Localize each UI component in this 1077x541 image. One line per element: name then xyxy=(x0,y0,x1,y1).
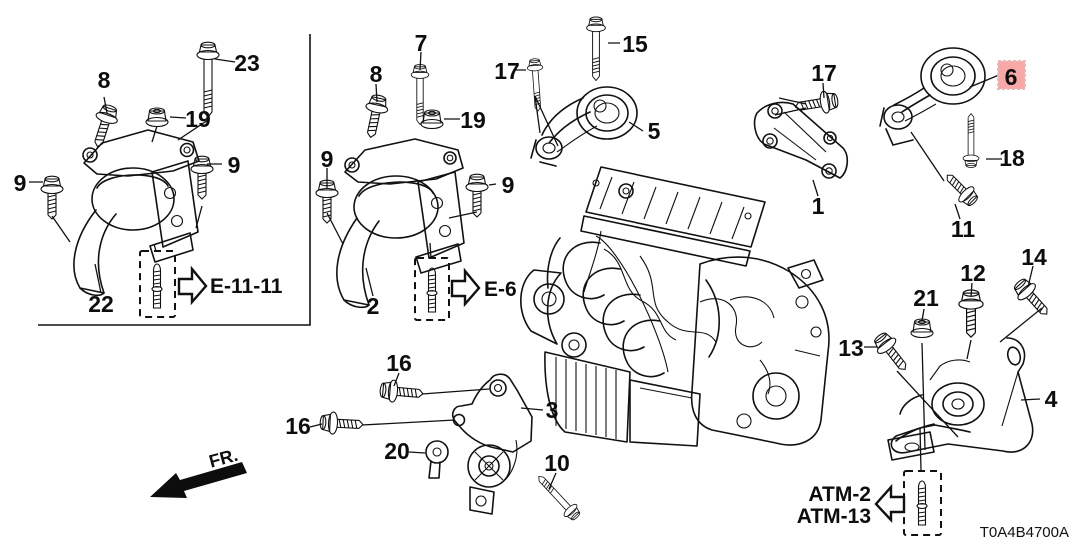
callout-9-b[interactable]: 9 xyxy=(14,170,27,196)
nut-21-drawing xyxy=(910,318,934,339)
callout-21[interactable]: 21 xyxy=(913,285,939,311)
bolt-16-left-drawing xyxy=(319,410,365,437)
fr-arrow-icon xyxy=(150,462,247,498)
callout-9-c[interactable]: 9 xyxy=(321,146,334,172)
callout-5[interactable]: 5 xyxy=(648,118,661,144)
callout-11[interactable]: 11 xyxy=(951,216,976,242)
callout-15[interactable]: 15 xyxy=(622,31,648,57)
torque-rod-6-drawing xyxy=(879,47,986,146)
bolt-13-drawing xyxy=(869,328,915,377)
callout-10[interactable]: 10 xyxy=(544,450,570,476)
callout-13[interactable]: 13 xyxy=(838,335,864,361)
stud-box-e-6 xyxy=(414,257,450,321)
bolt-15-drawing xyxy=(586,16,606,82)
stud-11-drawing xyxy=(939,167,983,211)
ref-e-6[interactable]: E-6 xyxy=(414,257,517,321)
ref-label-atm-2[interactable]: ATM-2 xyxy=(808,483,871,506)
fr-direction: FR. xyxy=(150,445,247,498)
bracket-1-drawing xyxy=(753,101,849,179)
callout-23[interactable]: 23 xyxy=(234,50,260,76)
callout-17-rod5[interactable]: 17 xyxy=(494,58,520,84)
ref-e-11-11[interactable]: E-11-11 xyxy=(139,250,283,318)
bolt-8-mid-drawing xyxy=(359,92,391,141)
stud-drawing xyxy=(151,263,163,309)
ref-arrow-right-icon xyxy=(177,265,208,306)
callout-3[interactable]: 3 xyxy=(546,397,559,423)
callout-18[interactable]: 18 xyxy=(999,145,1025,171)
ref-label-e-11-11[interactable]: E-11-11 xyxy=(210,275,283,298)
nut-19-mid-drawing xyxy=(420,109,444,130)
leader-lines xyxy=(29,42,1043,490)
diagram-code: T0A4B4700A xyxy=(980,524,1069,541)
engine-assembly-drawing xyxy=(520,166,830,447)
callout-labels: 8 23 19 9 9 22 7 8 19 9 9 2 15 17 5 17 1… xyxy=(14,30,1058,476)
callout-12[interactable]: 12 xyxy=(960,260,986,286)
callout-19-mount22[interactable]: 19 xyxy=(185,106,211,132)
bolt-10-drawing xyxy=(532,470,584,524)
stud-box-e-11-11 xyxy=(139,250,176,318)
callout-14[interactable]: 14 xyxy=(1021,244,1047,270)
callout-8-mount2[interactable]: 8 xyxy=(370,61,383,87)
bolt-18-drawing xyxy=(962,113,980,168)
ref-arrow-left-icon xyxy=(874,483,906,524)
bolt-14-drawing xyxy=(1009,274,1056,322)
callout-7[interactable]: 7 xyxy=(415,30,428,56)
callout-20[interactable]: 20 xyxy=(384,438,410,464)
stud-drawing xyxy=(426,267,438,313)
callout-17-bracket1[interactable]: 17 xyxy=(811,60,837,86)
bolt-17-right-drawing xyxy=(793,88,840,119)
mount-4-drawing xyxy=(887,337,1034,461)
callout-6-highlighted[interactable]: 6 xyxy=(1005,64,1018,90)
ref-label-atm-13[interactable]: ATM-13 xyxy=(797,505,871,528)
bolt-16-top-drawing xyxy=(378,378,425,406)
section-divider xyxy=(38,34,311,326)
ref-label-e-6[interactable]: E-6 xyxy=(484,278,517,301)
bolt-9-mid-right-drawing xyxy=(465,173,489,218)
callout-4[interactable]: 4 xyxy=(1045,386,1058,412)
stud-box-atm xyxy=(903,470,942,536)
torque-rod-5-drawing xyxy=(530,86,638,167)
stopper-20-drawing xyxy=(425,440,449,479)
callout-9-d[interactable]: 9 xyxy=(502,172,515,198)
highlight-box-part-6 xyxy=(997,60,1026,90)
bolt-9-far-left-drawing xyxy=(40,175,64,220)
ref-atm[interactable]: ATM-2 ATM-13 xyxy=(797,470,942,536)
mount-22-drawing xyxy=(73,129,200,297)
callout-16-left[interactable]: 16 xyxy=(285,413,311,439)
bolt-9-left-drawing xyxy=(190,155,214,200)
callout-22[interactable]: 22 xyxy=(88,291,114,317)
callout-19-mount2[interactable]: 19 xyxy=(460,107,486,133)
bolt-12-drawing xyxy=(958,289,984,338)
stud-drawing xyxy=(916,480,928,526)
callout-9-a[interactable]: 9 xyxy=(228,152,241,178)
callout-16-top[interactable]: 16 xyxy=(386,350,412,376)
bracket-3-drawing xyxy=(452,373,533,515)
ref-arrow-right-icon xyxy=(450,267,481,308)
nut-19-left-drawing xyxy=(145,107,169,128)
callout-8-mount22[interactable]: 8 xyxy=(98,67,111,93)
callout-1[interactable]: 1 xyxy=(812,193,825,219)
callout-2[interactable]: 2 xyxy=(367,293,380,319)
mount-2-drawing xyxy=(336,138,465,309)
